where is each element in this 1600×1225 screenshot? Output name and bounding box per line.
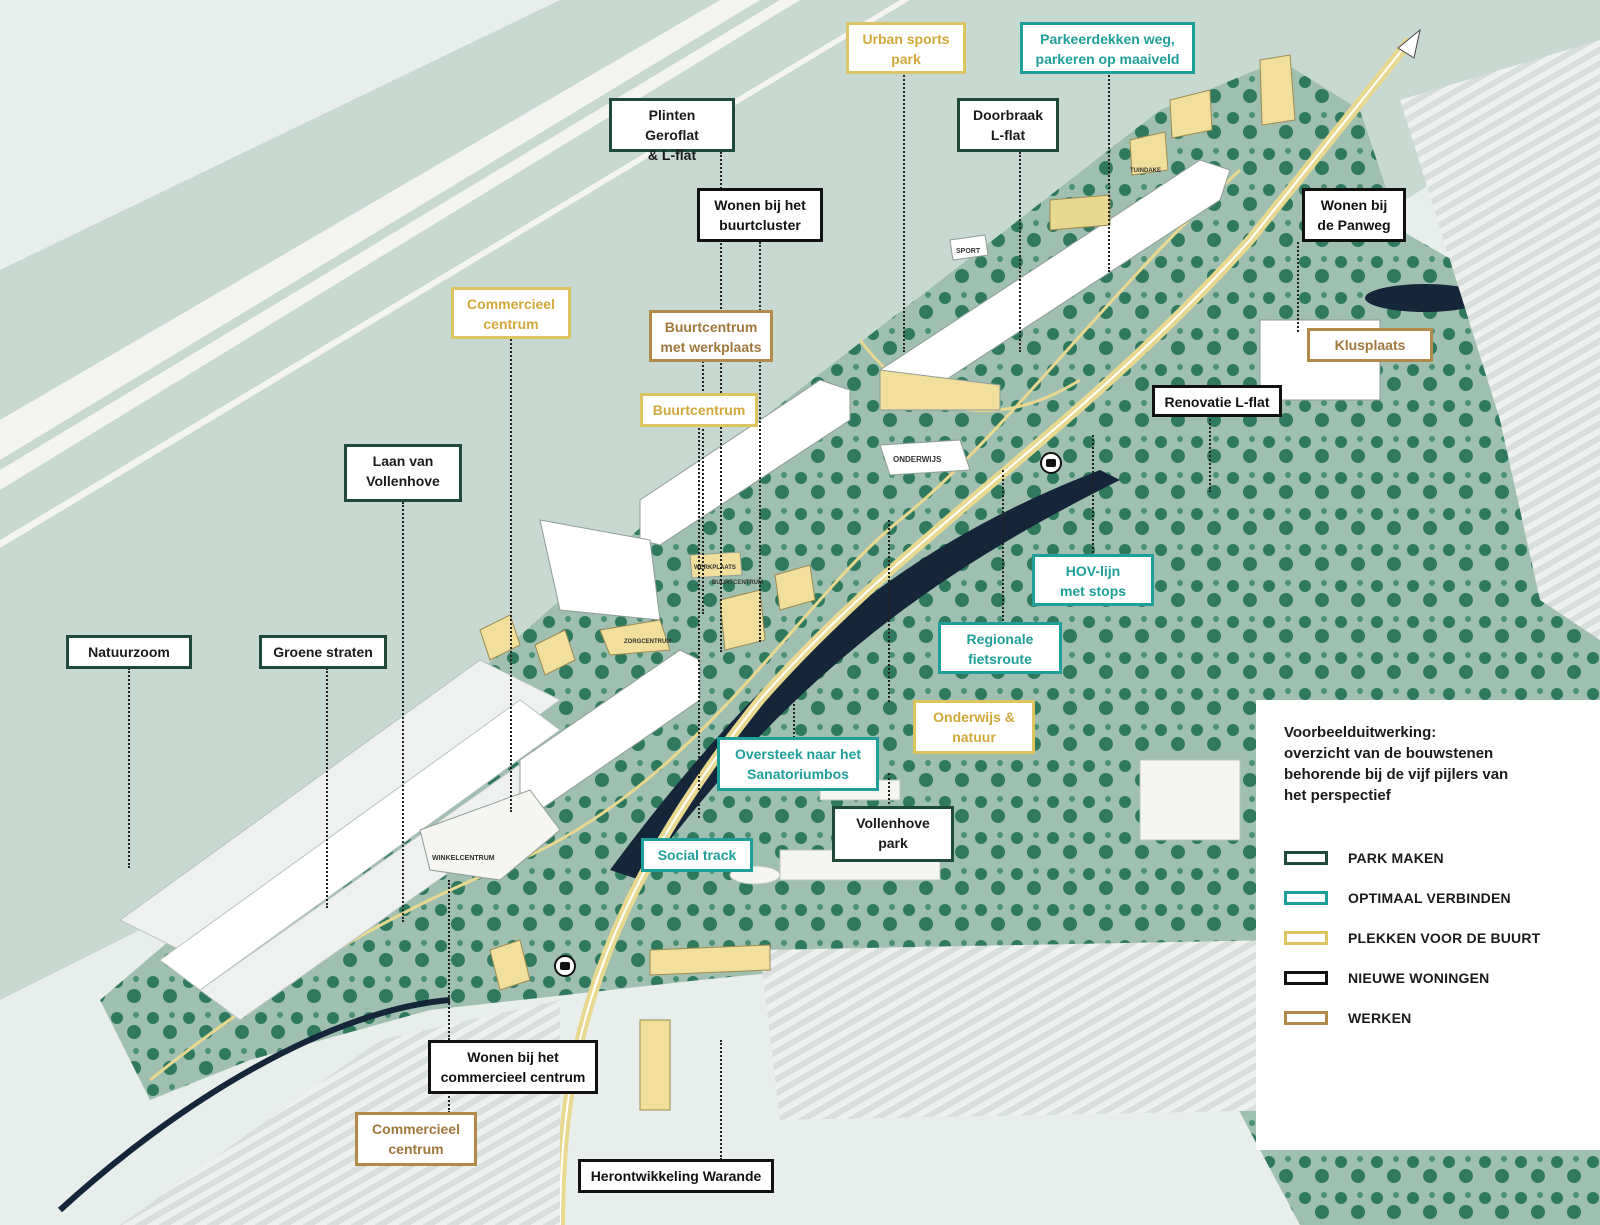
direction-arrow-icon — [1397, 28, 1421, 59]
leader-line — [720, 1040, 722, 1160]
legend-item-park-maken: PARK MAKEN — [1284, 838, 1572, 878]
residential-east — [1400, 40, 1600, 640]
leader-line — [326, 668, 328, 908]
callout-oversteek: Oversteek naar het Sanatoriumbos — [717, 737, 879, 791]
legend-label: NIEUWE WONINGEN — [1348, 970, 1490, 986]
callout-renovatie-l-flat: Renovatie L-flat — [1152, 385, 1282, 417]
legend-swatch — [1284, 891, 1328, 905]
sport-building — [949, 234, 989, 261]
new-housing — [599, 619, 671, 656]
legend-item-werken: WERKEN — [1284, 998, 1572, 1038]
leader-line — [1092, 435, 1094, 557]
new-housing — [1259, 54, 1296, 126]
callout-wonen-panweg: Wonen bij de Panweg — [1302, 188, 1406, 242]
leader-line — [1002, 470, 1004, 625]
onderwijs-building — [879, 439, 971, 476]
legend-label: WERKEN — [1348, 1010, 1412, 1026]
callout-natuurzoom: Natuurzoom — [66, 635, 192, 669]
motorway-lane — [0, 0, 800, 490]
leader-line — [448, 1085, 450, 1113]
callout-parkeerdekken: Parkeerdekken weg, parkeren op maaiveld — [1020, 22, 1195, 74]
callout-commercieel-centrum-top: Commercieel centrum — [451, 287, 571, 339]
legend-label: OPTIMAAL VERBINDEN — [1348, 890, 1511, 906]
leader-line — [793, 700, 795, 738]
callout-groene-straten: Groene straten — [259, 635, 387, 669]
callout-regionale-fietsroute: Regionale fietsroute — [938, 622, 1062, 674]
leader-line — [698, 428, 700, 818]
werkplaats-label: WERKPLAATS — [694, 565, 736, 571]
winkelcentrum-label: WINKELCENTRUM — [432, 855, 495, 862]
callout-doorbraak-l-flat: Doorbraak L-flat — [957, 98, 1059, 152]
callout-wonen-buurtcluster: Wonen bij het buurtcluster — [697, 188, 823, 242]
callout-urban-sports-park: Urban sports park — [846, 22, 966, 74]
callout-commercieel-centrum-bottom: Commercieel centrum — [355, 1112, 477, 1166]
warande-housing — [639, 1019, 671, 1111]
callout-onderwijs-natuur: Onderwijs & natuur — [913, 700, 1035, 754]
legend-item-plekken-voor-de-buurt: PLEKKEN VOOR DE BUURT — [1284, 918, 1572, 958]
callout-herontwikkeling-warande: Herontwikkeling Warande — [578, 1159, 774, 1193]
callout-plinten-geroflat: Plinten Geroflat & L-flat — [609, 98, 735, 163]
callout-hov-lijn: HOV-lijn met stops — [1032, 554, 1154, 606]
legend-item-optimaal-verbinden: OPTIMAAL VERBINDEN — [1284, 878, 1572, 918]
legend-swatch — [1284, 1011, 1328, 1025]
row-housing-a — [119, 659, 561, 961]
sports-field — [1049, 194, 1111, 231]
bus-stop-icon — [1040, 452, 1062, 474]
new-housing — [774, 564, 816, 611]
row-housing-b — [159, 699, 561, 991]
motorway — [0, 0, 760, 460]
warande-housing — [649, 944, 771, 976]
leader-line — [759, 242, 761, 642]
legend-label: PLEKKEN VOOR DE BUURT — [1348, 930, 1541, 946]
leader-line — [448, 880, 450, 1040]
leader-line — [1297, 242, 1299, 332]
zorgcentrum-label: ZORGCENTRUM — [624, 639, 671, 645]
park-path — [149, 168, 1242, 1082]
legend-swatch — [1284, 971, 1328, 985]
callout-social-track: Social track — [641, 838, 753, 872]
residential-southeast — [760, 940, 1300, 1120]
leader-line — [128, 668, 130, 868]
leader-line — [402, 502, 404, 922]
tuindake-label: TUINDAKE — [1130, 168, 1161, 174]
leader-line — [888, 773, 890, 808]
legend-item-nieuwe-woningen: NIEUWE WONINGEN — [1284, 958, 1572, 998]
callout-laan-van-vollenhove: Laan van Vollenhove — [344, 444, 462, 502]
buurtcentrum-building-label: BUURTCENTRUM — [712, 580, 763, 586]
legend-panel: Voorbeelduitwerking: overzicht van de bo… — [1256, 700, 1600, 1150]
new-housing — [489, 939, 531, 991]
leader-line — [888, 520, 890, 702]
callout-wonen-commercieel: Wonen bij het commercieel centrum — [428, 1040, 598, 1094]
canal-south — [57, 997, 451, 1213]
leader-line — [903, 72, 905, 352]
leader-line — [510, 332, 512, 812]
bus-stop-icon — [554, 955, 576, 977]
legend-label: PARK MAKEN — [1348, 850, 1444, 866]
leader-line — [702, 354, 704, 614]
leader-line — [1108, 72, 1110, 272]
sport-building-label: SPORT — [956, 248, 981, 255]
legend-title: Voorbeelduitwerking: overzicht van de bo… — [1284, 724, 1509, 804]
leader-line — [1209, 412, 1211, 492]
onderwijs-building-label: ONDERWIJS — [893, 455, 942, 464]
leader-line — [1019, 152, 1021, 352]
l-flat-plinth — [879, 369, 1001, 411]
legend-swatch — [1284, 851, 1328, 865]
sanatorium-building — [1139, 759, 1241, 841]
callout-vollenhove-park: Vollenhove park — [832, 806, 954, 862]
new-housing — [1169, 89, 1213, 139]
callout-buurtcentrum-werkplaats: Buurtcentrum met werkplaats — [649, 310, 773, 362]
new-housing — [719, 589, 766, 651]
new-housing — [1129, 131, 1169, 176]
callout-buurtcentrum: Buurtcentrum — [640, 393, 758, 427]
callout-klusplaats: Klusplaats — [1307, 328, 1433, 362]
new-housing — [534, 629, 576, 676]
pond — [1365, 284, 1485, 312]
legend-swatch — [1284, 931, 1328, 945]
